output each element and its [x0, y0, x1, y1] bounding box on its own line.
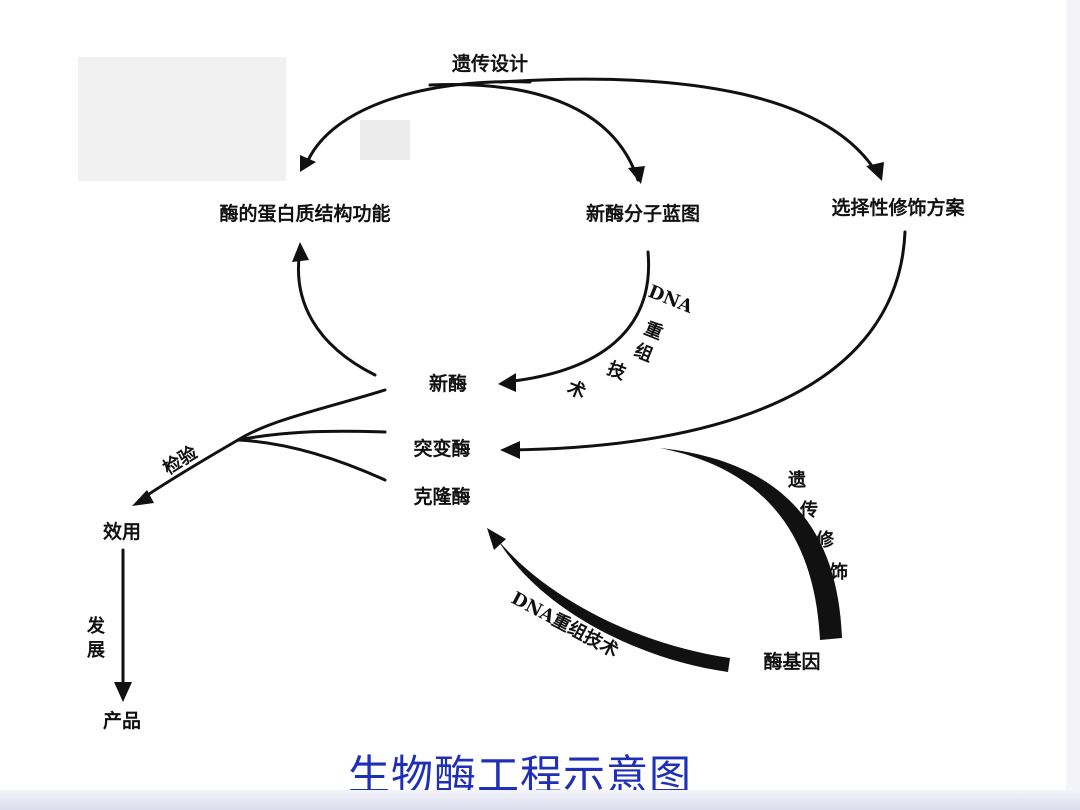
edge-label-genetic-mod-4: 饰: [830, 561, 848, 583]
edge-design-to-modification: [498, 77, 880, 177]
node-protein-structure: 酶的蛋白质结构功能: [219, 202, 390, 225]
edge-newenzyme-to-structure: [297, 248, 377, 377]
edge-label-dna-1: DNA: [645, 281, 697, 318]
background-patch: [78, 57, 286, 181]
edge-cloned-to-inspection: [236, 438, 387, 482]
node-cloned-enzyme: 克隆酶: [413, 485, 470, 508]
edge-label-genetic-mod-2: 传: [799, 499, 818, 521]
arrowhead-blueprint: [628, 166, 645, 184]
right-edge-strip: [1066, 0, 1080, 810]
node-enzyme-gene: 酶基因: [763, 650, 820, 673]
node-genetic-design: 遗传设计: [451, 52, 528, 75]
background-patch-small: [360, 120, 410, 160]
node-effect: 效用: [103, 520, 141, 543]
node-mutant-enzyme: 突变酶: [413, 437, 470, 460]
edge-modification-to-mutant: [506, 230, 907, 452]
node-modification-plan: 选择性修饰方案: [831, 196, 965, 219]
edge-label-development-1: 发: [86, 615, 106, 637]
edge-label-dna-1-char-2: 组: [631, 339, 656, 366]
arrowhead-structure: [300, 155, 316, 172]
arrowhead-product: [114, 682, 132, 702]
bottom-band: [0, 790, 1080, 810]
arrowhead-structure-up: [292, 242, 309, 262]
arrowhead-effect: [132, 490, 154, 506]
edge-gene-modification: [660, 448, 842, 640]
edge-blueprint-to-newenzyme: [503, 250, 651, 384]
edge-design-to-structure: [304, 80, 532, 167]
edge-label-genetic-mod-1: 遗: [787, 469, 806, 491]
arrowhead-newenzyme: [498, 373, 516, 392]
arrowhead-cloned: [487, 528, 506, 550]
node-new-enzyme-blueprint: 新酶分子蓝图: [586, 202, 700, 225]
edge-inspection-to-effect: [141, 438, 240, 500]
arrowhead-mutant: [500, 441, 520, 459]
edge-label-dna-1-char-3: 技: [604, 357, 630, 385]
edge-label-dna-1-char-1: 重: [641, 317, 666, 344]
edge-mutant-to-inspection: [236, 429, 387, 442]
edge-label-genetic-mod-3: 修: [815, 529, 835, 551]
edge-design-to-blueprint: [428, 82, 640, 182]
edge-label-dna-1-char-4: 术: [564, 376, 589, 403]
arrowhead-modification: [866, 162, 884, 181]
node-product: 产品: [103, 709, 141, 732]
edge-newenzyme-to-inspection: [236, 388, 387, 442]
node-new-enzyme: 新酶: [429, 372, 467, 395]
enzyme-engineering-diagram: 遗传设计 酶的蛋白质结构功能 新酶分子蓝图 选择性修饰方案 新酶 突变酶 克隆酶…: [86, 52, 965, 732]
edge-gene-to-cloned: [498, 540, 730, 672]
edge-label-development-2: 展: [87, 640, 106, 661]
